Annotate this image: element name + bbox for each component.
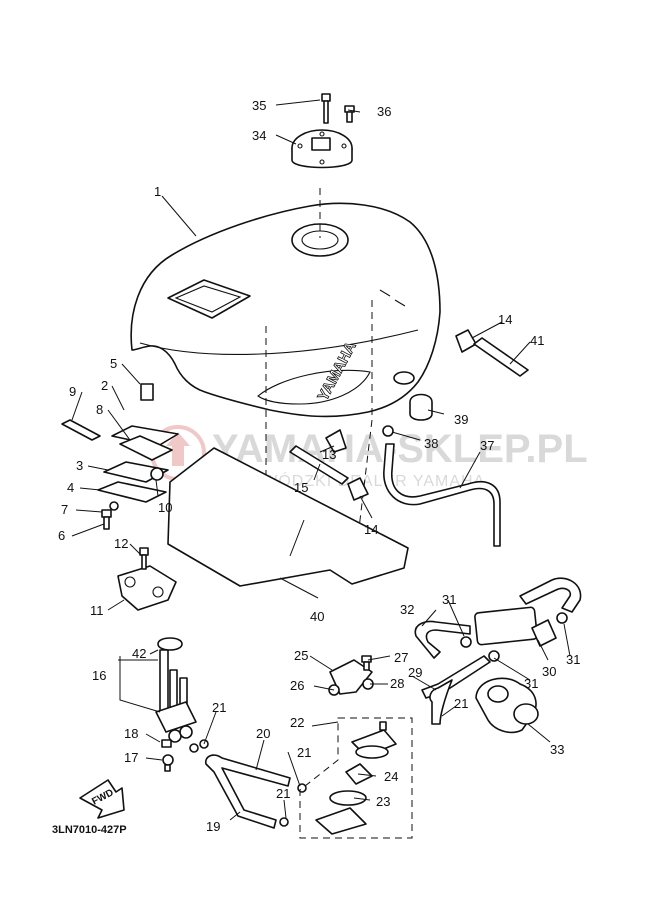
label-20: 20 <box>256 726 270 741</box>
part-labels: 35 36 34 1 5 9 2 8 3 4 7 6 10 12 11 13 1… <box>58 98 580 834</box>
label-7: 7 <box>61 502 68 517</box>
label-28: 28 <box>390 676 404 691</box>
fuel-tank: YAMAHA <box>130 202 441 418</box>
label-33: 33 <box>550 742 564 757</box>
sub-assembly-box <box>299 717 413 839</box>
diagram-code: 3LN7010-427P <box>52 824 127 836</box>
label-8: 8 <box>96 402 103 417</box>
label-42: 42 <box>132 646 146 661</box>
fuel-pump <box>475 677 539 734</box>
leader-lines <box>71 99 571 821</box>
label-5: 5 <box>110 356 117 371</box>
label-15: 15 <box>294 480 308 495</box>
label-29: 29 <box>408 665 422 680</box>
label-11: 11 <box>90 603 104 618</box>
label-4: 4 <box>67 480 74 495</box>
label-26: 26 <box>290 678 304 693</box>
fuel-hose <box>204 754 291 829</box>
right-mounts <box>289 329 529 501</box>
watermark-logo-mark <box>166 432 190 466</box>
label-14a: 14 <box>498 312 512 327</box>
rear-bracket <box>117 547 177 611</box>
label-37: 37 <box>480 438 494 453</box>
cap-screw <box>344 105 355 123</box>
label-12: 12 <box>114 536 128 551</box>
small-bolts <box>101 501 119 530</box>
label-1: 1 <box>154 184 161 199</box>
fuel-cock <box>155 637 209 772</box>
label-25: 25 <box>294 648 308 663</box>
label-23: 23 <box>376 794 390 809</box>
label-19: 19 <box>206 819 220 834</box>
fwd-arrow-icon: FWD <box>79 779 125 819</box>
label-18: 18 <box>124 726 138 741</box>
label-22: 22 <box>290 715 304 730</box>
cap-bolt <box>321 93 331 124</box>
heat-shield-plate <box>167 447 409 587</box>
damper <box>140 383 154 401</box>
label-9: 9 <box>69 384 76 399</box>
fuel-filter-assembly <box>414 577 582 725</box>
breather-hose <box>383 443 501 547</box>
label-3: 3 <box>76 458 83 473</box>
watermark-line1: YAMAHA-SKLEP.PL <box>212 427 588 471</box>
label-13: 13 <box>322 447 336 462</box>
label-35: 35 <box>252 98 266 113</box>
label-2: 2 <box>101 378 108 393</box>
label-21b: 21 <box>297 745 311 760</box>
label-17: 17 <box>124 750 138 765</box>
label-30: 30 <box>542 664 556 679</box>
label-41: 41 <box>530 333 544 348</box>
label-6: 6 <box>58 528 65 543</box>
tank-knee-recess <box>257 369 371 405</box>
label-36: 36 <box>377 104 391 119</box>
label-31b: 31 <box>524 676 538 691</box>
label-16: 16 <box>92 668 106 683</box>
label-10: 10 <box>158 500 172 515</box>
label-39: 39 <box>454 412 468 427</box>
label-40: 40 <box>310 609 324 624</box>
tank-window <box>167 279 251 319</box>
label-32: 32 <box>400 602 414 617</box>
label-34: 34 <box>252 128 266 143</box>
front-bracket <box>61 383 179 503</box>
label-21d: 21 <box>454 696 468 711</box>
label-31c: 31 <box>566 652 580 667</box>
label-21c: 21 <box>276 786 290 801</box>
label-38: 38 <box>424 436 438 451</box>
label-21a: 21 <box>212 700 226 715</box>
label-27: 27 <box>394 650 408 665</box>
long-bolt <box>61 419 101 441</box>
label-24: 24 <box>384 769 398 784</box>
label-14b: 14 <box>364 522 378 537</box>
label-31a: 31 <box>442 592 456 607</box>
bracket-nut <box>150 467 164 481</box>
fuel-cap <box>291 129 353 169</box>
